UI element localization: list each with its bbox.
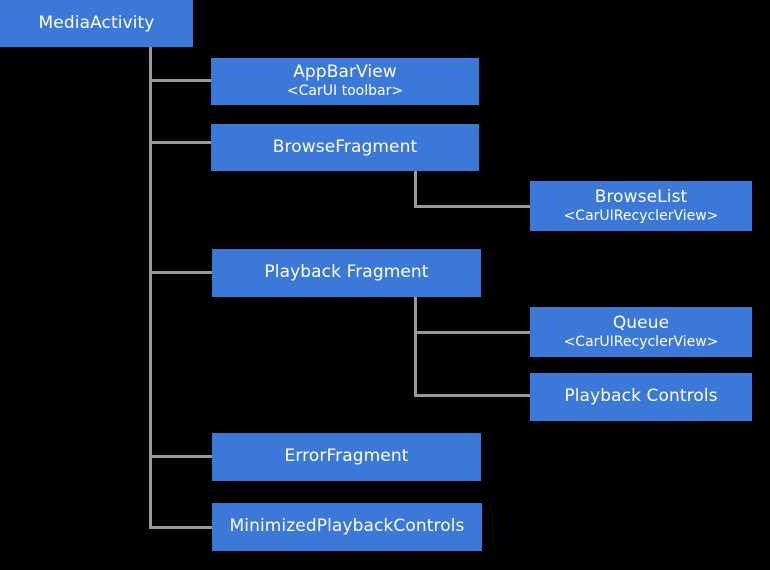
connector-trunk-main <box>149 47 152 529</box>
node-queue[interactable]: Queue <CarUIRecyclerView> <box>530 307 752 357</box>
node-minimized-playback-controls[interactable]: MinimizedPlaybackControls <box>212 503 482 551</box>
node-error-fragment-title: ErrorFragment <box>284 446 409 467</box>
node-app-bar-view[interactable]: AppBarView <CarUI toolbar> <box>211 58 479 105</box>
node-queue-subtitle: <CarUIRecyclerView> <box>563 333 719 350</box>
node-playback-controls-title: Playback Controls <box>564 386 718 407</box>
node-browse-fragment-title: BrowseFragment <box>272 136 418 157</box>
connector-to-queue <box>414 331 531 334</box>
node-browse-fragment[interactable]: BrowseFragment <box>211 124 479 171</box>
connector-to-playback-controls <box>414 394 531 397</box>
node-queue-title: Queue <box>612 312 670 333</box>
connector-browse-fragment-trunk <box>414 171 417 208</box>
connector-to-app-bar-view <box>149 79 212 82</box>
connector-to-playback-fragment <box>149 271 212 274</box>
node-browse-list-title: BrowseList <box>594 186 688 207</box>
connector-to-browse-list <box>414 205 531 208</box>
node-media-activity-title: MediaActivity <box>38 12 155 33</box>
node-browse-list-subtitle: <CarUIRecyclerView> <box>563 207 719 224</box>
connector-playback-fragment-trunk <box>414 297 417 397</box>
node-playback-fragment-title: Playback Fragment <box>264 262 429 283</box>
node-playback-controls[interactable]: Playback Controls <box>530 373 752 421</box>
node-browse-list[interactable]: BrowseList <CarUIRecyclerView> <box>530 181 752 231</box>
connector-to-error-fragment <box>149 455 212 458</box>
connector-to-browse-fragment <box>149 141 212 144</box>
node-media-activity[interactable]: MediaActivity <box>0 0 193 47</box>
node-app-bar-view-title: AppBarView <box>293 62 397 83</box>
connector-to-minimized-playback-controls <box>149 526 213 529</box>
node-playback-fragment[interactable]: Playback Fragment <box>212 249 481 297</box>
node-app-bar-view-subtitle: <CarUI toolbar> <box>286 83 404 100</box>
node-error-fragment[interactable]: ErrorFragment <box>212 433 481 481</box>
node-minimized-playback-controls-title: MinimizedPlaybackControls <box>229 516 465 537</box>
